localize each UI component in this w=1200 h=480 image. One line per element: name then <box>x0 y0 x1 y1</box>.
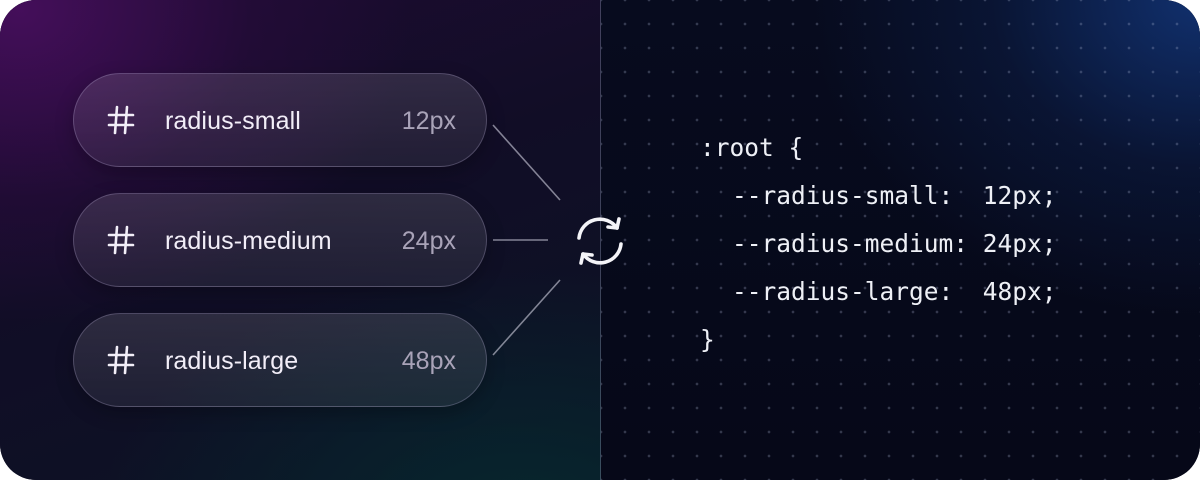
code-line-root-close: } <box>700 325 715 354</box>
hash-icon <box>107 225 135 255</box>
token-name: radius-large <box>165 347 299 375</box>
token-value: 12px <box>401 107 456 135</box>
token-name: radius-medium <box>165 227 332 255</box>
code-panel <box>601 0 1200 480</box>
css-code-block: :root { --radius-small: 12px; --radius-med… <box>700 124 1057 364</box>
panel-divider <box>600 0 601 480</box>
code-line-radius-medium: --radius-medium: 24px; <box>732 229 1057 258</box>
code-line-radius-large: --radius-large: 48px; <box>732 277 1057 306</box>
dot-grid-background <box>601 0 1200 480</box>
token-pill-radius-small[interactable]: radius-small 12px <box>73 73 487 167</box>
token-list-panel: radius-small 12px radius-medium 24px <box>0 0 601 480</box>
hash-icon <box>107 345 135 375</box>
token-name: radius-small <box>165 107 301 135</box>
sync-icon[interactable] <box>568 209 632 273</box>
code-line-radius-small: --radius-small: 12px; <box>732 181 1057 210</box>
connector-line-bottom <box>492 279 561 356</box>
token-pill-radius-large[interactable]: radius-large 48px <box>73 313 487 407</box>
token-pill-radius-medium[interactable]: radius-medium 24px <box>73 193 487 287</box>
hash-icon <box>107 105 135 135</box>
token-value: 24px <box>401 227 456 255</box>
token-value: 48px <box>401 347 456 375</box>
code-line-root-open: :root { <box>700 133 804 162</box>
connector-line-top <box>492 124 561 201</box>
connector-lines <box>492 124 561 356</box>
